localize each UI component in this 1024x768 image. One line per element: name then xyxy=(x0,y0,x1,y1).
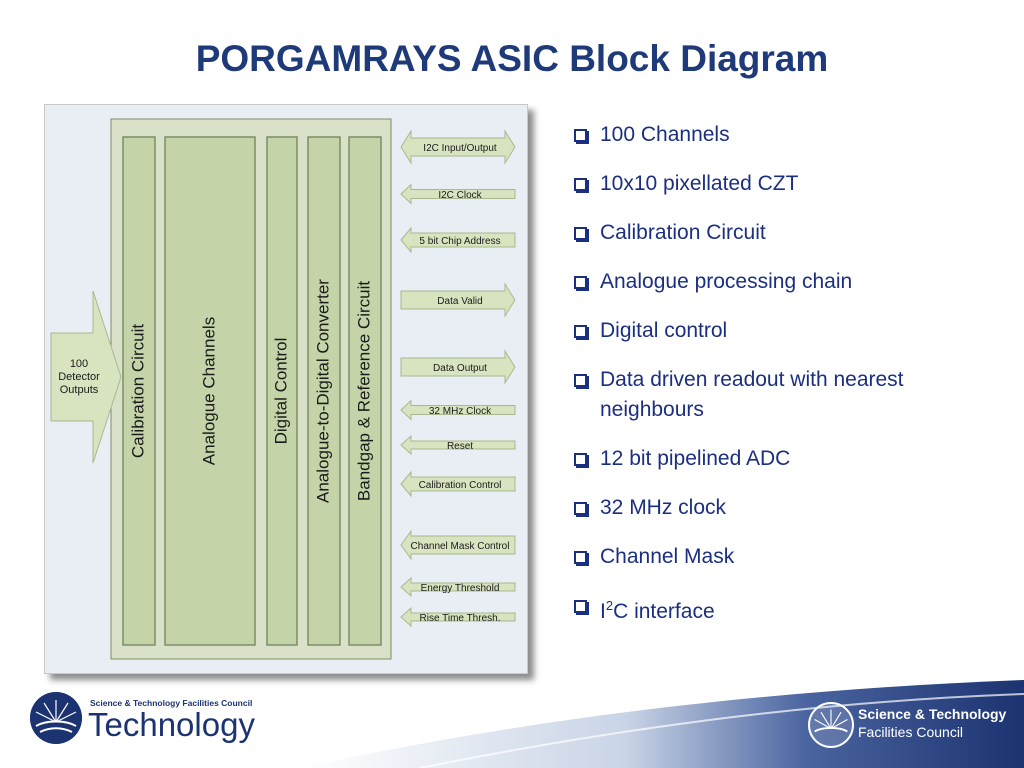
block-2 xyxy=(164,136,256,646)
signal-arrow xyxy=(400,282,516,318)
bullet-box-icon xyxy=(574,227,587,240)
feature-list: 100 Channels 10x10 pixellated CZT Calibr… xyxy=(572,120,1012,646)
signal-label: I2C Clock xyxy=(438,190,482,201)
signal-arrow xyxy=(400,349,516,385)
stfc-logo-right: Science & Technology Facilities Council xyxy=(808,700,1018,750)
signal-label: 5 bit Chip Address xyxy=(419,236,500,247)
bullet-box-icon xyxy=(574,600,587,613)
bullet-box-icon xyxy=(574,374,587,387)
bullet-item: Digital control xyxy=(572,316,1012,346)
bullet-box-icon xyxy=(574,129,587,142)
signal-arrow xyxy=(400,606,516,628)
block-5 xyxy=(348,136,382,646)
bullet-item: 10x10 pixellated CZT xyxy=(572,169,1012,199)
block-label: Bandgap & Reference Circuit xyxy=(354,281,373,501)
block-3 xyxy=(266,136,298,646)
bullet-item: Data driven readout with nearest neighbo… xyxy=(572,365,1012,425)
bullet-item: Analogue processing chain xyxy=(572,267,1012,297)
bullet-item: 100 Channels xyxy=(572,120,1012,150)
signal-arrow xyxy=(400,183,516,205)
signal-arrow xyxy=(400,129,516,165)
block-label: Analogue-to-Digital Converter xyxy=(313,279,332,503)
block-1 xyxy=(122,136,156,646)
signal-label: Data Output xyxy=(433,363,487,374)
signal-label: Calibration Control xyxy=(419,480,502,491)
signal-arrow xyxy=(400,434,516,456)
footer-swoosh xyxy=(300,680,1024,768)
signal-label: Channel Mask Control xyxy=(411,541,510,552)
bullet-box-icon xyxy=(574,502,587,515)
bullet-box-icon xyxy=(574,325,587,338)
signal-arrow xyxy=(400,529,516,561)
footer-right-line2: Facilities Council xyxy=(858,724,964,740)
bullet-box-icon xyxy=(574,276,587,289)
footer-left-big: Technology xyxy=(88,706,255,743)
stfc-emblem-icon xyxy=(808,702,854,748)
footer-right-line1: Science & Technology xyxy=(858,706,1007,722)
stfc-emblem-icon xyxy=(30,692,82,744)
bullet-item: 32 MHz clock xyxy=(572,493,1012,523)
block-label: Digital Control xyxy=(271,338,290,445)
block-4 xyxy=(307,136,341,646)
bullet-item: Channel Mask xyxy=(572,542,1012,572)
signal-arrow xyxy=(400,399,516,421)
bullet-box-icon xyxy=(574,178,587,191)
signal-label: Reset xyxy=(447,441,473,452)
footer-left-small: Science & Technology Facilities Council xyxy=(90,698,253,708)
signal-arrow xyxy=(400,226,516,254)
signal-label: Data Valid xyxy=(437,296,482,307)
signal-arrow xyxy=(400,576,516,598)
block-label: Calibration Circuit xyxy=(128,324,147,458)
bullet-box-icon xyxy=(574,453,587,466)
bullet-item: I2C interface xyxy=(572,591,1012,627)
bullet-item: 12 bit pipelined ADC xyxy=(572,444,1012,474)
signal-label: 32 MHz Clock xyxy=(429,406,492,417)
signal-label: Rise Time Thresh. xyxy=(420,613,501,624)
bullet-box-icon xyxy=(574,551,587,564)
stfc-technology-logo: Science & Technology Facilities Council … xyxy=(30,692,270,756)
bullet-item: Calibration Circuit xyxy=(572,218,1012,248)
signal-arrow xyxy=(400,470,516,498)
signal-label: Energy Threshold xyxy=(421,583,500,594)
page-title: PORGAMRAYS ASIC Block Diagram xyxy=(195,38,829,79)
block-label: Analogue Channels xyxy=(199,317,218,465)
detector-input-arrow xyxy=(50,290,122,464)
signal-label: I2C Input/Output xyxy=(423,143,497,154)
